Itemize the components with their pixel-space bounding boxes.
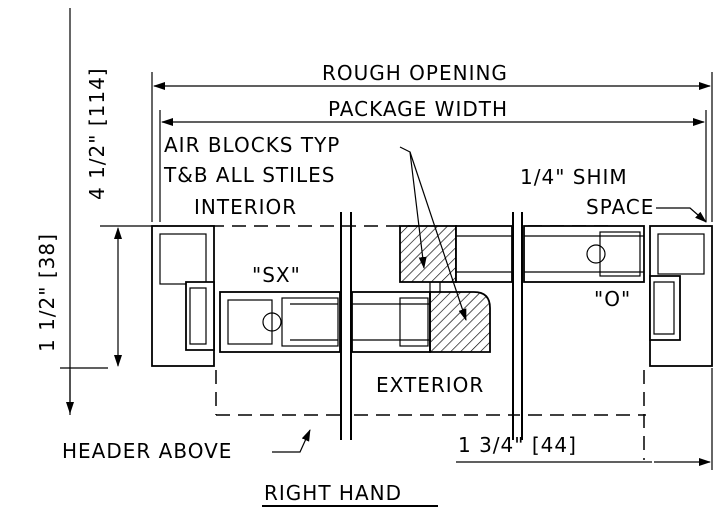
package-width-label: PACKAGE WIDTH [328,97,508,121]
air-block-exterior [429,291,491,353]
break-lines [340,212,523,440]
fixed-panel-o [399,225,645,292]
dimension-44-label: 1 3/4" [44] [458,433,577,457]
left-jamb [151,225,215,367]
package-width-dimension [159,102,707,222]
dimension-38-label: 1 1/2" [38] [35,233,59,352]
shim-label: 1/4" SHIM [520,165,628,189]
exterior-label: EXTERIOR [376,373,484,397]
rough-opening-label: ROUGH OPENING [322,61,508,85]
right-jamb [649,225,713,367]
right-hand-title: RIGHT HAND [264,481,402,505]
header-above-label: HEADER ABOVE [62,439,232,463]
air-blocks-leader [399,146,467,321]
vertical-dimension-114 [60,8,108,415]
dimension-114-label: 4 1/2" [114] [85,67,109,200]
interior-label: INTERIOR [194,195,297,219]
dimension-44 [456,368,713,470]
shim-leader [656,207,707,223]
o-panel-label: "O" [594,287,631,311]
space-label: SPACE [586,195,654,219]
air-block-interior [399,225,457,283]
tb-all-stiles-label: T&B ALL STILES [163,163,336,187]
header-leader [272,429,311,453]
rough-opening-dimension [151,66,713,222]
sx-panel-label: "SX" [252,263,301,287]
sliding-panel-sx [219,291,431,353]
air-blocks-label: AIR BLOCKS TYP [164,133,340,157]
vertical-dimension-38 [100,225,158,367]
